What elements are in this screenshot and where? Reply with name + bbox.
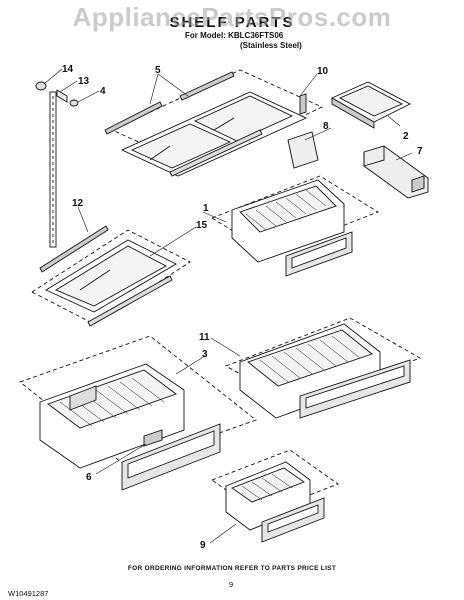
callout-13: 13 [78, 76, 90, 87]
callout-4: 4 [100, 86, 106, 97]
document-number: W10491287 [8, 589, 49, 598]
part-9-drawer [211, 449, 339, 543]
watermark: AppliancePartsPros.com [72, 2, 392, 32]
part-5-shelf-trim [104, 71, 307, 177]
part-8-cover-plate [287, 131, 319, 169]
callout-12: 12 [72, 198, 84, 209]
part-3-drawer [19, 335, 257, 491]
part-15-glass-shelf [31, 229, 191, 325]
part-14-screw-cap [35, 81, 47, 91]
callout-1: 1 [203, 203, 209, 214]
page-number: 9 [229, 580, 234, 589]
callout-9: 9 [200, 540, 206, 551]
callout-14: 14 [62, 64, 74, 75]
page-title: SHELF PARTS [169, 14, 295, 31]
part-2-crisper-cover [331, 81, 411, 129]
part-7-bracket [363, 145, 429, 199]
callout-8: 8 [323, 121, 329, 132]
part-10-glass-shelf-assembly [110, 69, 324, 177]
callout-11: 11 [199, 332, 210, 343]
variant-line: (Stainless Steel) [240, 41, 302, 50]
callout-6: 6 [86, 472, 92, 483]
part-6-divider [143, 429, 163, 447]
shelf-support-rail [49, 91, 57, 248]
callout-15: 15 [196, 220, 208, 231]
callout-7: 7 [417, 146, 423, 157]
part-11-drawer [224, 317, 422, 419]
part-12-shelf-trim [39, 225, 173, 327]
ordering-info: FOR ORDERING INFORMATION REFER TO PARTS … [127, 565, 337, 572]
callout-2: 2 [403, 131, 409, 142]
callout-5: 5 [155, 65, 161, 76]
model-line: For Model: KBLC36FTS06 [185, 31, 284, 40]
part-13-bracket [56, 89, 68, 103]
callout-3: 3 [202, 349, 208, 360]
leader-lines [43, 68, 413, 544]
part-1-drawer [210, 175, 380, 277]
callout-10: 10 [317, 66, 329, 77]
part-4-screw [69, 99, 79, 107]
